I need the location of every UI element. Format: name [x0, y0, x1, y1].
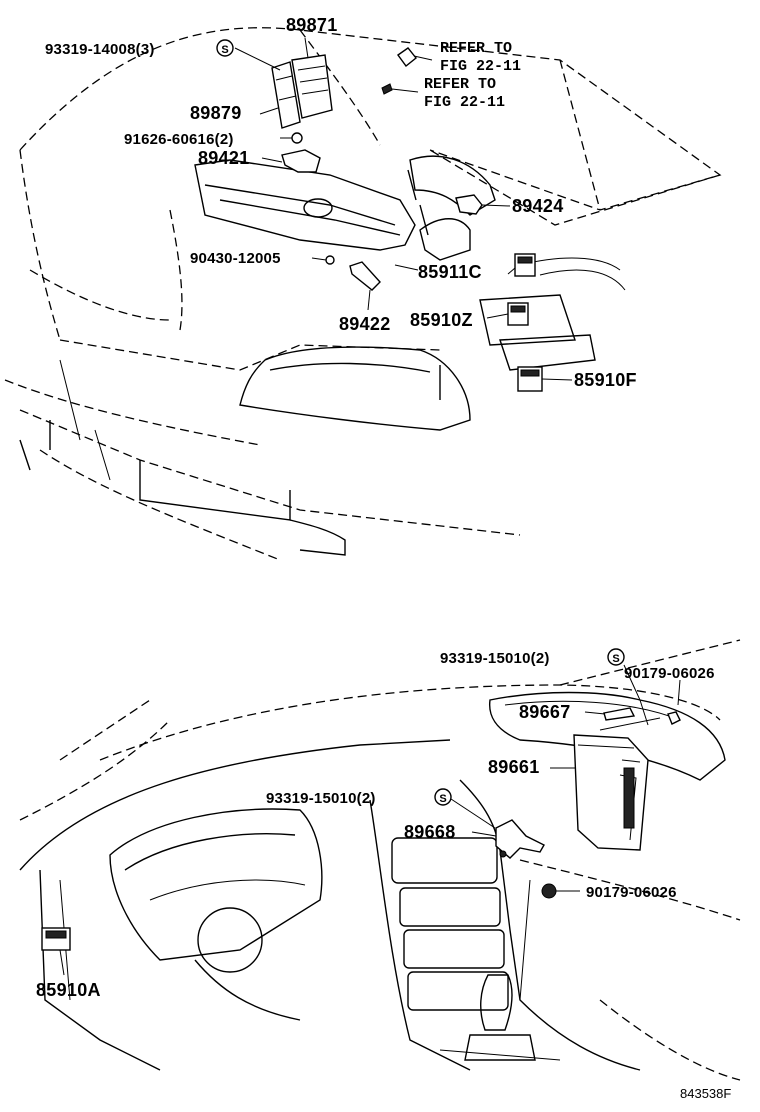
engine-labels: 89871 93319-14008(3) REFER TO FIG 22-11 …: [45, 15, 637, 390]
connector-ref-1: [397, 47, 417, 68]
bolt-91626: [291, 132, 303, 144]
dashboard-labels: 93319-15010(2) 90179-06026 89667 89661 9…: [36, 650, 715, 1000]
label-93319-15010-b: 93319-15010(2): [266, 790, 376, 807]
screw-mark-bottom-b: S: [434, 788, 452, 806]
label-89421: 89421: [198, 148, 250, 168]
label-93319-15010-a: 93319-15010(2): [440, 650, 550, 667]
bracket-89879: [271, 61, 301, 129]
nut-90179-b: [541, 883, 557, 899]
sensor-89668: [495, 819, 545, 859]
ecu-module-89871: [291, 54, 333, 119]
dashboard-illustration: [19, 639, 741, 1081]
engine-leader-lines: [234, 37, 573, 381]
dashboard-parts: [41, 707, 681, 951]
label-89661: 89661: [488, 757, 540, 777]
refer-to-2-line2: FIG 22-11: [424, 94, 505, 111]
svg-text:S: S: [612, 653, 619, 665]
label-89668: 89668: [404, 822, 456, 842]
sensor-89424: [455, 194, 483, 215]
refer-to-line2: FIG 22-11: [440, 58, 521, 75]
pin-ref-2: [381, 83, 393, 95]
label-89424: 89424: [512, 196, 564, 216]
sensor-89422: [349, 261, 381, 291]
engine-bay-illustration: [4, 27, 722, 561]
label-85910z: 85910Z: [410, 310, 473, 330]
refer-to-2-line1: REFER TO: [424, 76, 496, 93]
label-91626-60616: 91626-60616(2): [124, 131, 234, 148]
screw-mark-bottom-a: S: [607, 648, 625, 666]
nut-90179-a: [667, 711, 681, 725]
label-85911c: 85911C: [418, 262, 482, 282]
label-90430-12005: 90430-12005: [190, 250, 281, 267]
dashboard-leader-lines: [59, 664, 681, 976]
label-89667: 89667: [519, 702, 571, 722]
label-90179-06026-b: 90179-06026: [586, 884, 677, 901]
sensor-89421: [281, 149, 321, 173]
label-89879: 89879: [190, 103, 242, 123]
refer-to-line1: REFER TO: [440, 40, 512, 57]
gasket-90430: [325, 255, 335, 265]
label-90179-06026-a: 90179-06026: [624, 665, 715, 682]
bracket-89667: [603, 707, 636, 721]
svg-text:S: S: [439, 793, 446, 805]
label-89871: 89871: [286, 15, 338, 35]
svg-text:S: S: [221, 44, 228, 56]
label-93319-14008: 93319-14008(3): [45, 41, 155, 58]
label-85910a: 85910A: [36, 980, 101, 1000]
figure-id: 843538F: [680, 1086, 731, 1101]
label-85910f: 85910F: [574, 370, 637, 390]
screw-mark-top: S: [216, 39, 234, 57]
engine-parts: [271, 47, 543, 392]
ecu-89661: [573, 734, 649, 851]
label-89422: 89422: [339, 314, 391, 334]
